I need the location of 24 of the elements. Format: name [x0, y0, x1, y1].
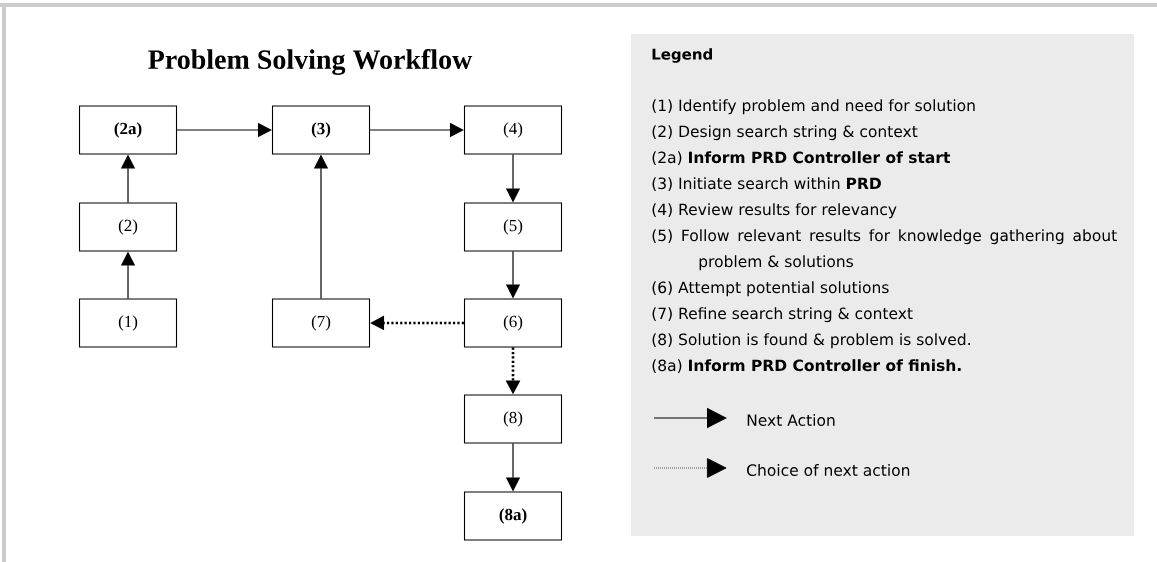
process-box: (8a) [463, 491, 563, 541]
process-box: (5) [463, 202, 563, 252]
legend-item: (8) Solution is found & problem is solved. [652, 333, 970, 349]
process-box: (2) [78, 202, 178, 252]
process-box: (1) [78, 298, 178, 348]
legend-item: (5) Follow relevant results for knowledge gathering about problem & solutions [652, 229, 1117, 271]
process-box: (8) [463, 394, 563, 444]
legend-heading: Legend [652, 48, 712, 63]
legend-item: (8a) Inform PRD Controller of finish. [652, 359, 961, 373]
legend-item: (4) Review results for relevancy [652, 203, 897, 219]
legend-text: Next Action [747, 414, 835, 426]
process-box: (6) [463, 298, 563, 348]
legend-item: (1) Identify problem and need for solution [652, 99, 975, 115]
process-box: (7) [271, 298, 371, 348]
legend-item: (2) Design search string & context [652, 125, 918, 141]
legend-item: (2a) Inform PRD Controller of start [652, 151, 951, 165]
legend-item: (3) Initiate search within PRD [652, 177, 881, 191]
process-box: (2a) [78, 105, 178, 155]
title: Problem Solving Workflow [148, 49, 473, 75]
legend-text: Choice of next action [747, 464, 910, 476]
process-box: (4) [463, 105, 563, 155]
legend-item: (6) Attempt potential solutions [652, 281, 889, 297]
process-box: (3) [271, 105, 371, 155]
legend-item: (7) Refine search string & context [652, 307, 913, 323]
